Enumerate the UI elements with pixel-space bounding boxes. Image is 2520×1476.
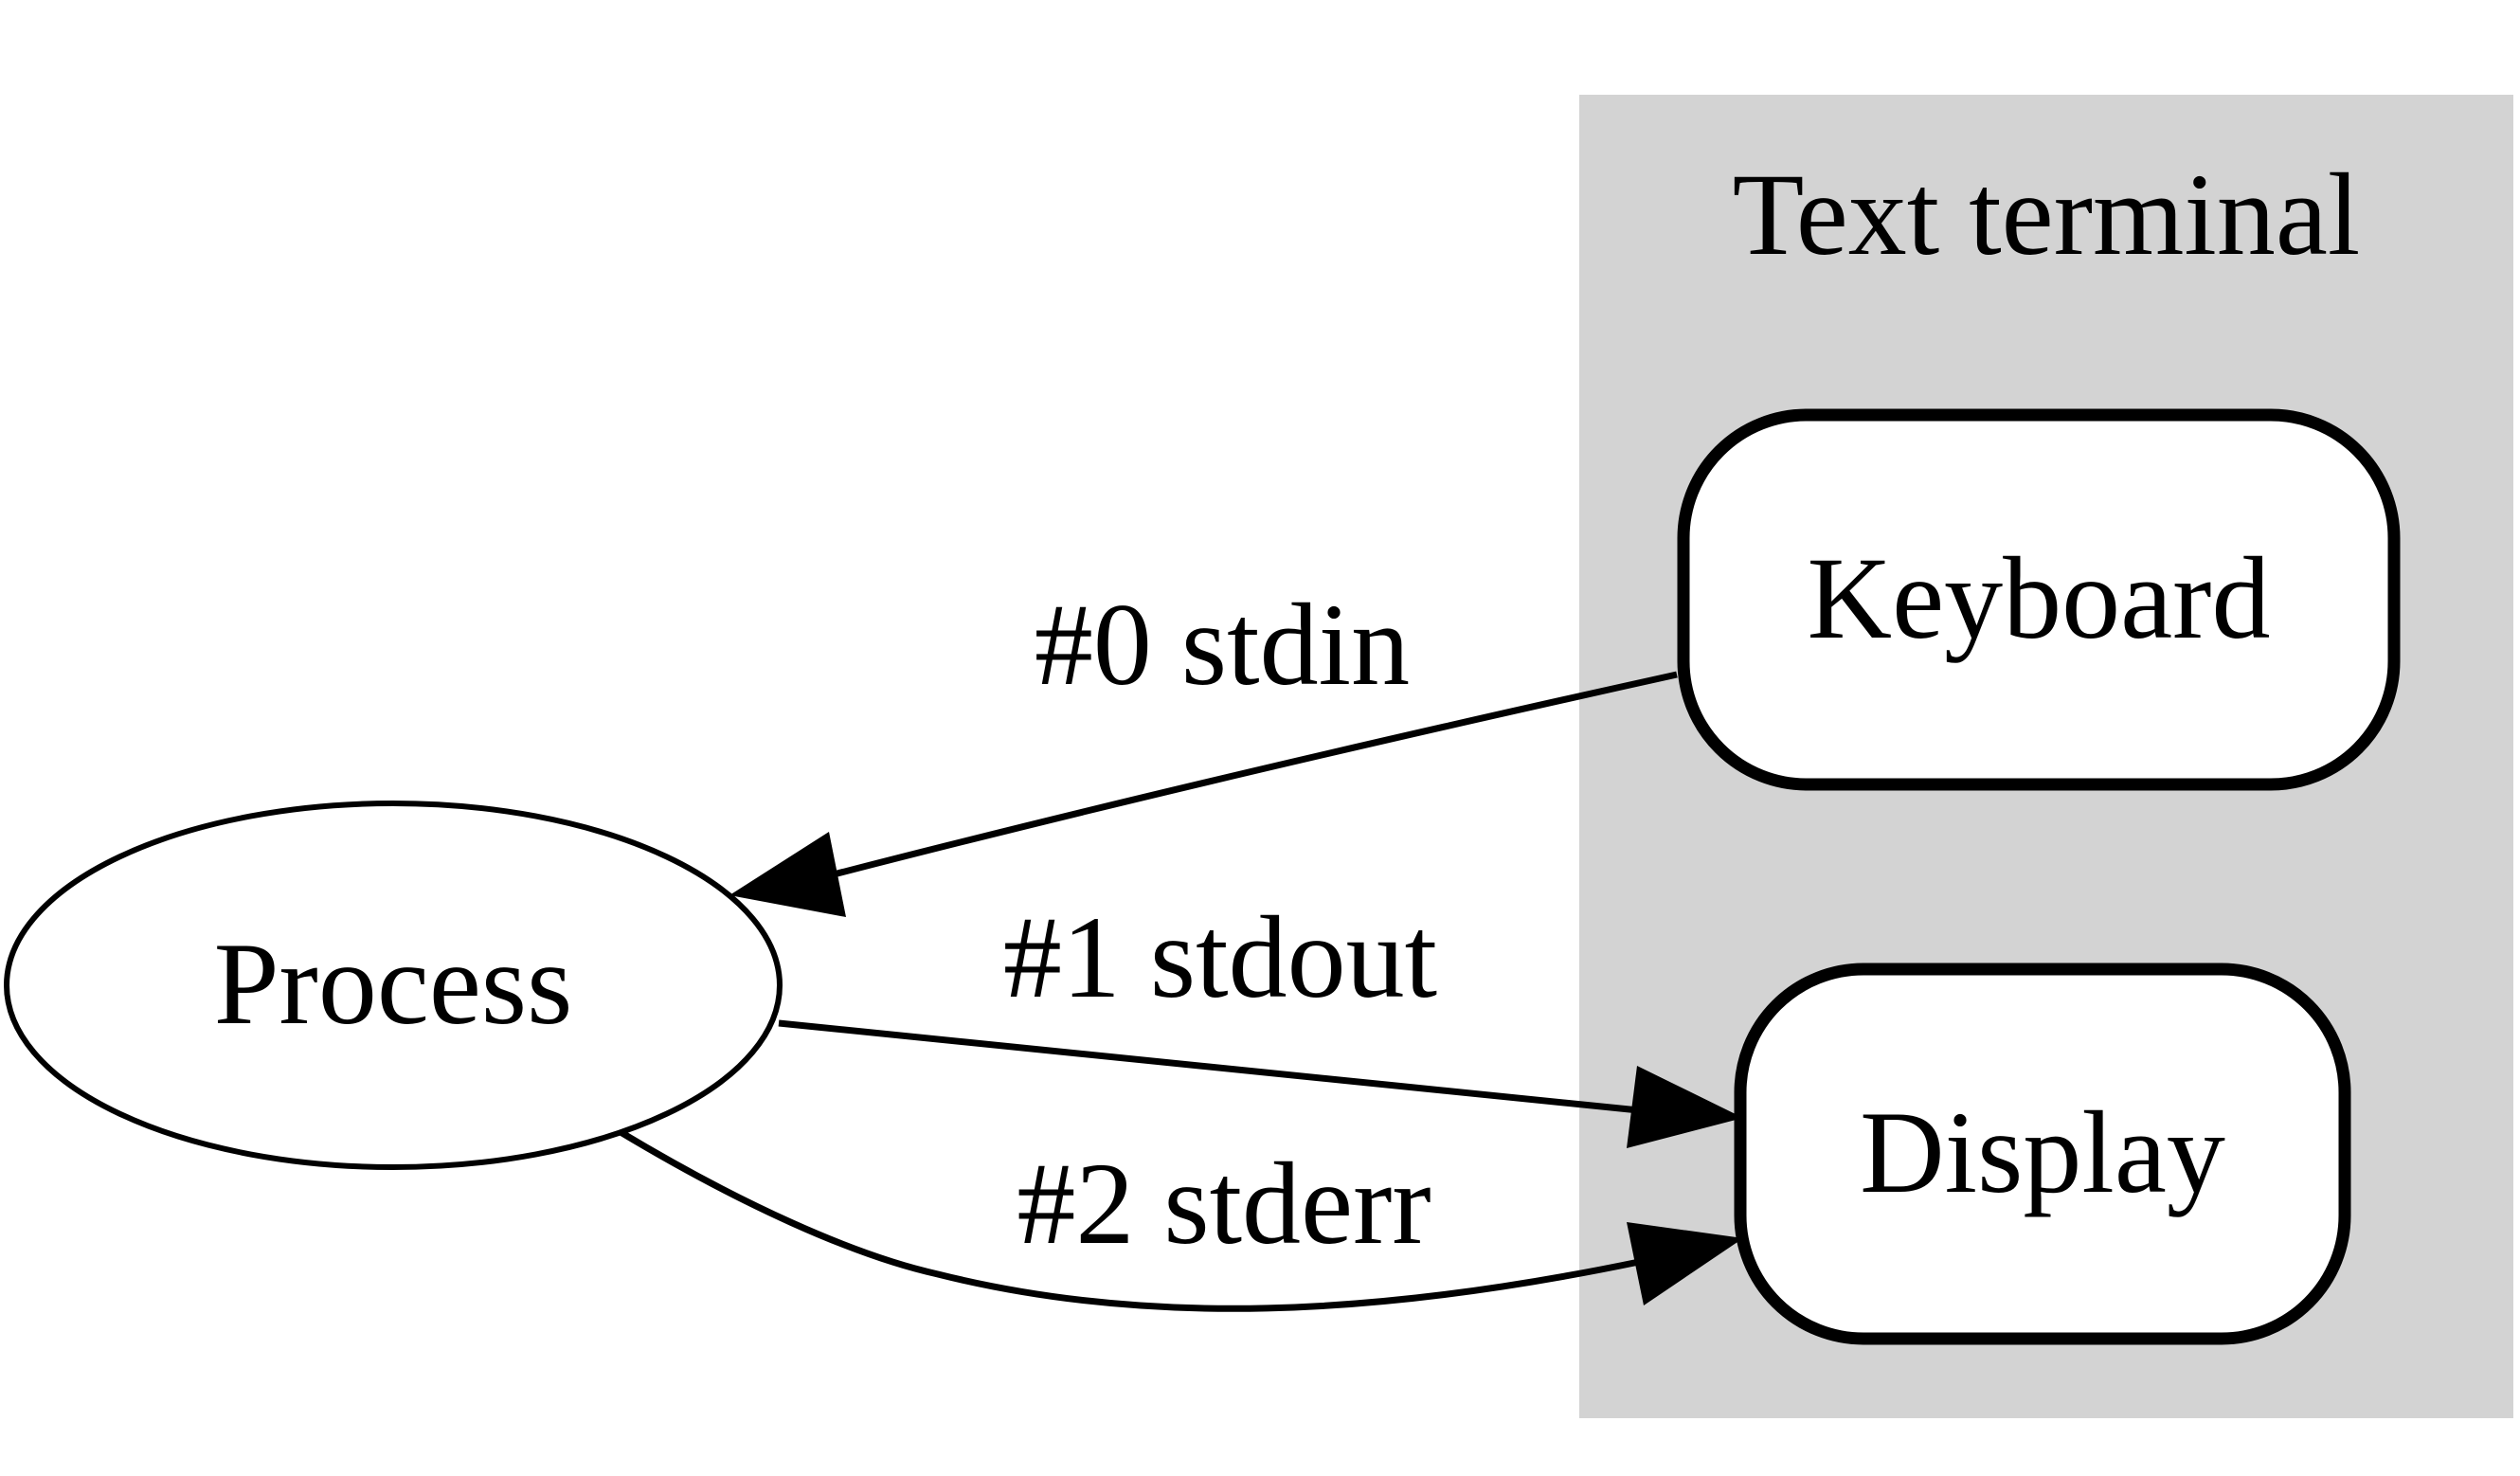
edge-stderr-line [619, 1128, 1640, 1312]
edge-stderr-arrowhead [1627, 1222, 1743, 1305]
process-node: Process [4, 801, 783, 1170]
edge-stdout-label: #1 stdout [1003, 892, 1437, 1022]
process-node-shape [4, 801, 783, 1170]
display-node-label: Display [1860, 1088, 2225, 1217]
edge-stdin-arrowhead [729, 832, 846, 917]
keyboard-node: Keyboard [1677, 408, 2401, 791]
edge-stderr: #2 stderr [619, 1128, 1743, 1312]
text-terminal-cluster-label: Text terminal [1733, 150, 2361, 279]
edge-stdout: #1 stdout [778, 892, 1743, 1148]
keyboard-node-label: Keyboard [1808, 533, 2271, 663]
edge-stdin: #0 stdin [729, 580, 1678, 917]
edge-stdin-line [833, 671, 1678, 878]
edge-stdout-arrowhead [1627, 1066, 1743, 1148]
process-node-label: Process [214, 919, 573, 1049]
edge-stderr-label: #2 stderr [1017, 1139, 1431, 1269]
display-node: Display [1734, 963, 2351, 1345]
edge-stdin-label: #0 stdin [1035, 580, 1410, 710]
display-node-shape [1734, 963, 2351, 1345]
keyboard-node-shape [1677, 408, 2401, 791]
edge-stdout-line [778, 1019, 1640, 1114]
